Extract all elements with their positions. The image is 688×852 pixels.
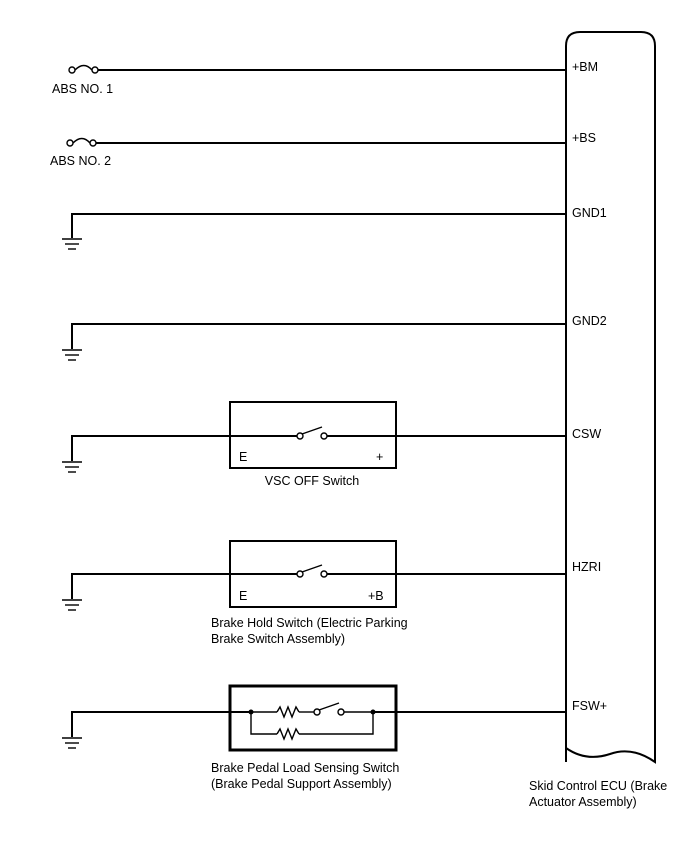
terminal-bm: +BM — [572, 60, 598, 74]
resistor-icon — [276, 727, 300, 741]
vsc-pin-plus: + — [376, 450, 383, 464]
load-switch-label-line2: (Brake Pedal Support Assembly) — [211, 777, 392, 791]
vsc-switch-label: VSC OFF Switch — [265, 474, 360, 488]
vsc-pin-e: E — [239, 450, 247, 464]
ecu-label-line1: Skid Control ECU (Brake — [529, 779, 667, 793]
ecu-label-line2: Actuator Assembly) — [529, 795, 637, 809]
hold-pin-plus-b: +B — [368, 589, 384, 603]
wire-fsw-ground — [71, 711, 230, 737]
ground-symbol-fsw — [62, 737, 82, 749]
ground-symbol-gnd2 — [62, 349, 82, 361]
load-switch-label-line1: Brake Pedal Load Sensing Switch — [211, 761, 399, 775]
terminal-hzri: HZRI — [572, 560, 601, 574]
fuse-abs-no2 — [66, 137, 97, 147]
terminal-gnd1: GND1 — [572, 206, 607, 220]
wire-gnd2 — [71, 323, 566, 349]
wire-csw-ground — [71, 435, 230, 461]
resistor-icon — [276, 705, 300, 719]
ecu-body — [565, 31, 656, 764]
terminal-csw: CSW — [572, 427, 601, 441]
fuse-label-abs-no1: ABS NO. 1 — [52, 82, 113, 96]
ground-symbol-csw — [62, 461, 82, 473]
ground-symbol-gnd1 — [62, 238, 82, 250]
load-sensing-switch-box — [228, 684, 398, 752]
load-switch-internal-circuit — [248, 702, 376, 741]
hold-pin-e: E — [239, 589, 247, 603]
hold-switch-label-line1: Brake Hold Switch (Electric Parking — [211, 616, 408, 630]
fuse-label-abs-no2: ABS NO. 2 — [50, 154, 111, 168]
terminal-bs: +BS — [572, 131, 596, 145]
wire-hzri-ground — [71, 573, 230, 599]
fuse-abs-no1 — [68, 64, 99, 74]
terminal-fsw-plus: FSW+ — [572, 699, 607, 713]
terminal-gnd2: GND2 — [572, 314, 607, 328]
hold-switch-label-line2: Brake Switch Assembly) — [211, 632, 345, 646]
ground-symbol-hzri — [62, 599, 82, 611]
wire-gnd1 — [71, 213, 566, 238]
